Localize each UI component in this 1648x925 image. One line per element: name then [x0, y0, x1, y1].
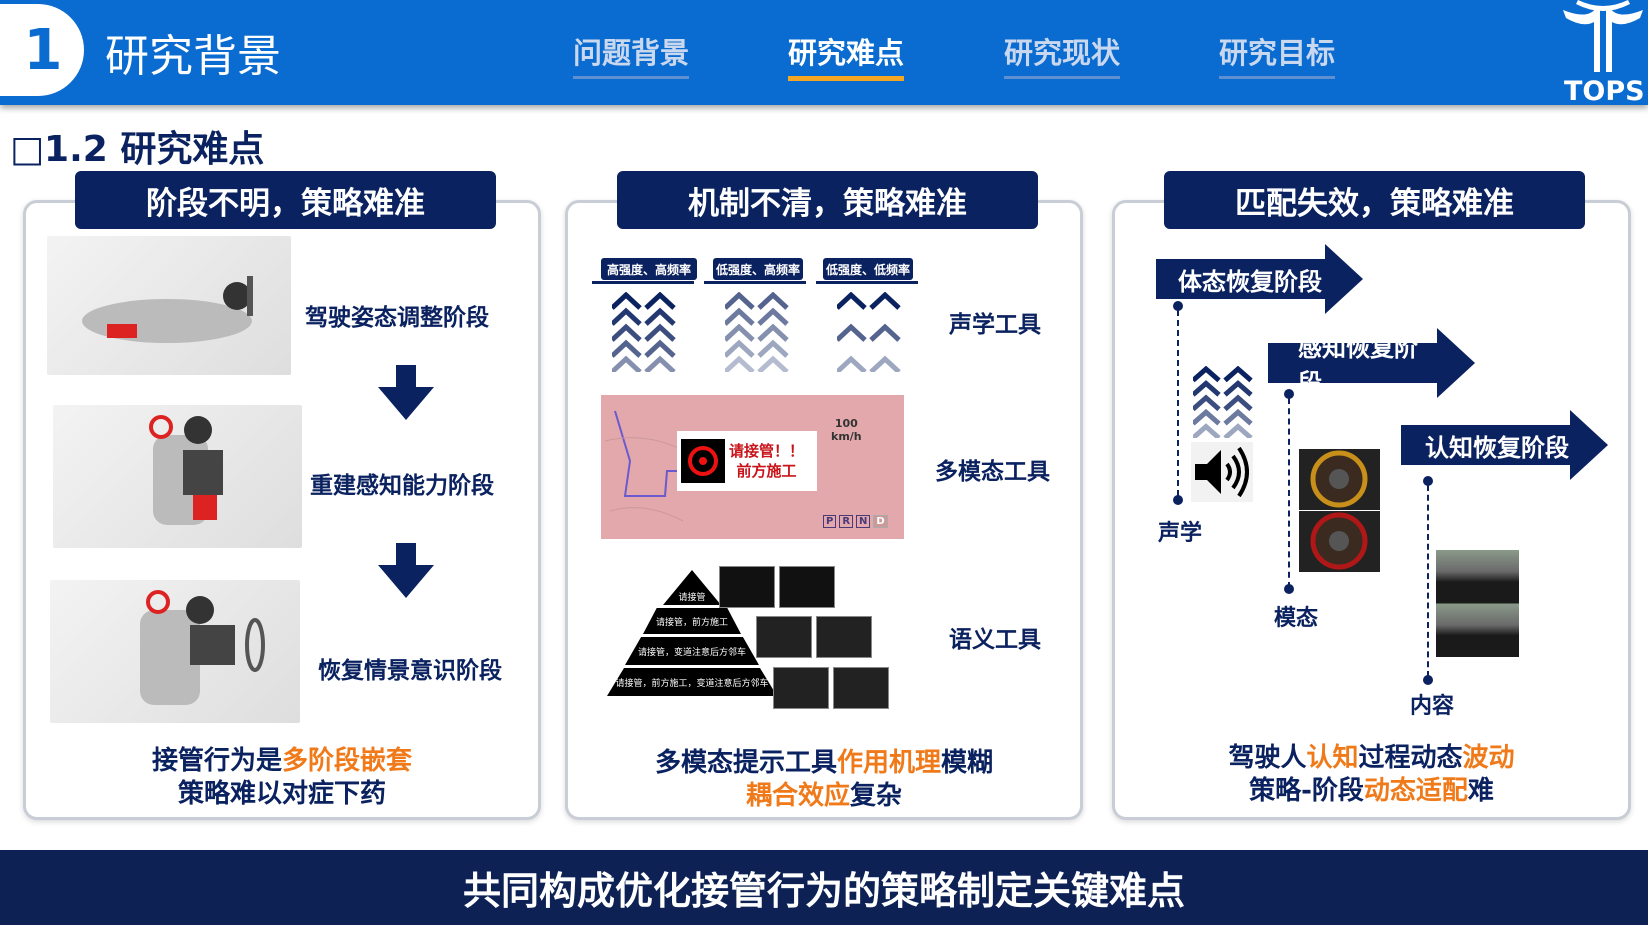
- conclusion-highlight: 作用机理: [836, 748, 941, 778]
- hmi-screenshot: [779, 566, 835, 608]
- phase-label: 认知恢复阶段: [1401, 425, 1571, 465]
- steering-wheel-red-image: [1299, 511, 1380, 572]
- timeline-dot: [1423, 476, 1433, 486]
- phase-arrow: 体态恢复阶段: [1156, 244, 1363, 314]
- nav-tab-research-goals[interactable]: 研究目标: [1219, 30, 1336, 79]
- conclusion-highlight: 认知: [1306, 743, 1359, 773]
- alert-line: 请接管！！: [729, 442, 805, 460]
- driver-seated-hands-free-image: [53, 405, 302, 548]
- logo-text: TOPS: [1564, 76, 1645, 107]
- hmi-screenshot: [773, 667, 829, 709]
- conclusion-text: 难: [1467, 776, 1494, 806]
- timeline-dashed-line: [1288, 398, 1290, 588]
- gear-n: N: [856, 515, 871, 528]
- panel3-conclusion: 驾驶人认知过程动态波动 策略-阶段动态适配难: [1112, 742, 1631, 808]
- speed-unit: km/h: [831, 430, 862, 443]
- driver-reclined-image: [47, 236, 291, 375]
- down-arrow-icon: [378, 365, 434, 424]
- nav-tab-problem-background[interactable]: 问题背景: [573, 30, 690, 79]
- phase-arrow: 认知恢复阶段: [1401, 410, 1609, 480]
- tool-label-semantic: 语义工具: [949, 627, 1041, 653]
- chevron-stack-icon: [1193, 366, 1253, 438]
- nav-tab-research-difficulties[interactable]: 研究难点: [788, 30, 905, 81]
- divider: [816, 281, 918, 284]
- divider: [592, 281, 694, 284]
- gear-selector: P R N D: [823, 515, 888, 528]
- intensity-label: 低强度、低频率: [823, 258, 913, 280]
- hmi-screenshot: [816, 616, 872, 658]
- section-title: □1.2 研究难点: [10, 129, 265, 170]
- pyramid-level: 请接管，变道注意后方邻车: [625, 637, 759, 665]
- timeline-dashed-line: [1177, 310, 1179, 496]
- phase-label: 体态恢复阶段: [1156, 259, 1326, 299]
- down-arrow-icon: [378, 543, 434, 602]
- nav-tab-research-status[interactable]: 研究现状: [1004, 30, 1121, 79]
- timeline-dot: [1284, 389, 1294, 399]
- tool-label-acoustic: 声学工具: [949, 312, 1041, 338]
- alert-line: 前方施工: [736, 462, 797, 480]
- driving-simulator-image: [1436, 550, 1519, 657]
- section-number-badge: 1: [0, 4, 84, 96]
- phase-label: 感知恢复阶段: [1268, 334, 1438, 397]
- conclusion-text: 复杂: [850, 781, 903, 811]
- header-title: 研究背景: [105, 31, 281, 82]
- stage-label: 驾驶姿态调整阶段: [305, 305, 489, 331]
- semantic-pyramid: 请接管 请接管，前方施工 请接管，变道注意后方邻车 请接管，前方施工，变道注意后…: [607, 570, 777, 710]
- hmi-screenshot: [756, 616, 812, 658]
- speed-value: 100: [834, 417, 858, 430]
- gear-d: D: [873, 515, 888, 528]
- takeover-alert: 请接管！！ 前方施工: [677, 431, 817, 491]
- mode-label-acoustic: 声学: [1158, 521, 1203, 546]
- header-bar: 1 研究背景 问题背景 研究难点 研究现状 研究目标 TOPS: [0, 0, 1648, 107]
- hmi-screenshot: [833, 667, 889, 709]
- conclusion-highlight: 多阶段嵌套: [282, 746, 413, 776]
- panel1-conclusion: 接管行为是多阶段嵌套 策略难以对症下药: [23, 745, 541, 811]
- conclusion-text: 接管行为是: [151, 746, 282, 776]
- timeline-dot: [1423, 675, 1433, 685]
- hmi-screenshot: [719, 566, 775, 608]
- gear-r: R: [839, 515, 854, 528]
- timeline-dot: [1284, 584, 1294, 594]
- conclusion-text: 多模态提示工具: [654, 748, 837, 778]
- panel2-conclusion: 多模态提示工具作用机理模糊 耦合效应复杂: [565, 747, 1083, 813]
- steering-wheel-warning-icon: [681, 439, 725, 483]
- conclusion-highlight: 动态适配: [1363, 776, 1468, 806]
- panel1-title: 阶段不明，策略难准: [75, 171, 496, 229]
- gear-p: P: [823, 515, 837, 528]
- timeline-dot: [1173, 301, 1183, 311]
- conclusion-text: 过程动态: [1358, 743, 1463, 773]
- steering-wheel-amber-image: [1299, 449, 1380, 510]
- conclusion-text: 策略难以对症下药: [177, 779, 386, 809]
- conclusion-highlight: 波动: [1462, 743, 1515, 773]
- chevron-stack-icon: [612, 292, 676, 372]
- pyramid-level: 请接管: [678, 593, 706, 603]
- intensity-label: 低强度、高频率: [713, 258, 803, 280]
- conclusion-highlight: 耦合效应: [745, 781, 850, 811]
- stage-label: 重建感知能力阶段: [310, 473, 494, 499]
- pyramid-level: 请接管，前方施工: [643, 608, 741, 634]
- conclusion-text: 策略-阶段: [1249, 776, 1364, 806]
- chevron-stack-icon: [725, 292, 789, 372]
- panel-matching-failure: [1112, 200, 1631, 820]
- intensity-label: 高强度、高频率: [601, 258, 697, 280]
- tool-label-multimodal: 多模态工具: [935, 459, 1050, 485]
- conclusion-text: 驾驶人: [1228, 743, 1307, 773]
- divider: [704, 281, 806, 284]
- timeline-dot: [1173, 495, 1183, 505]
- timeline-dashed-line: [1427, 485, 1429, 677]
- driver-hands-on-wheel-image: [50, 580, 300, 723]
- panel3-title: 匹配失效，策略难准: [1164, 171, 1585, 229]
- chevron-stack-icon: [837, 292, 901, 372]
- mode-label-modality: 模态: [1274, 606, 1319, 631]
- tops-logo: TOPS: [1558, 0, 1648, 107]
- stage-label: 恢复情景意识阶段: [318, 658, 502, 684]
- conclusion-text: 模糊: [941, 748, 994, 778]
- speaker-icon: [1191, 442, 1253, 502]
- panel2-title: 机制不清，策略难准: [617, 171, 1038, 229]
- footer-banner: 共同构成优化接管行为的策略制定关键难点: [0, 850, 1648, 925]
- multimodal-dashboard-image: 请接管！！ 前方施工 100 km/h P R N D: [601, 395, 904, 539]
- pyramid-level: 请接管，前方施工，变道注意后方邻车: [607, 668, 777, 696]
- phase-arrow: 感知恢复阶段: [1268, 328, 1476, 398]
- mode-label-content: 内容: [1410, 694, 1455, 719]
